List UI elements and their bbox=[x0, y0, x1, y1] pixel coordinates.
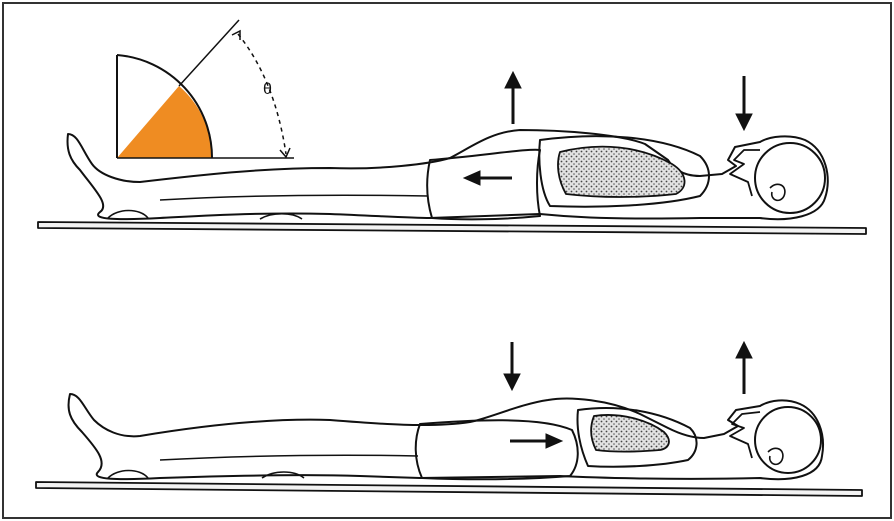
up-arrow-abdomen-head bbox=[505, 72, 521, 88]
upper-board bbox=[38, 222, 866, 234]
upper-head bbox=[755, 143, 825, 213]
angle-arc bbox=[238, 34, 286, 154]
angle-sector bbox=[117, 86, 212, 158]
lower-lung bbox=[591, 415, 669, 452]
lower-body-outline bbox=[69, 394, 824, 479]
angle-ray bbox=[179, 20, 239, 86]
up-arrow-head-tip bbox=[736, 342, 752, 358]
lower-figure bbox=[36, 394, 862, 496]
lower-leg-line bbox=[160, 455, 418, 460]
lower-support-1 bbox=[108, 471, 148, 479]
angle-arc-arrowhead-bottom bbox=[280, 148, 290, 157]
lower-abdomen-panel bbox=[416, 420, 578, 479]
lower-board bbox=[36, 482, 862, 496]
lower-head bbox=[755, 407, 821, 473]
left-arrow-abdomen-head bbox=[464, 171, 480, 185]
upper-lung bbox=[558, 147, 685, 197]
angle-label: θ bbox=[263, 81, 272, 98]
upper-leg-line bbox=[160, 195, 428, 200]
right-arrow-abdomen-head bbox=[546, 434, 562, 448]
down-arrow-head-tip bbox=[736, 114, 752, 130]
upper-support-1 bbox=[108, 211, 148, 219]
down-arrow-abdomen-tip bbox=[504, 374, 520, 390]
